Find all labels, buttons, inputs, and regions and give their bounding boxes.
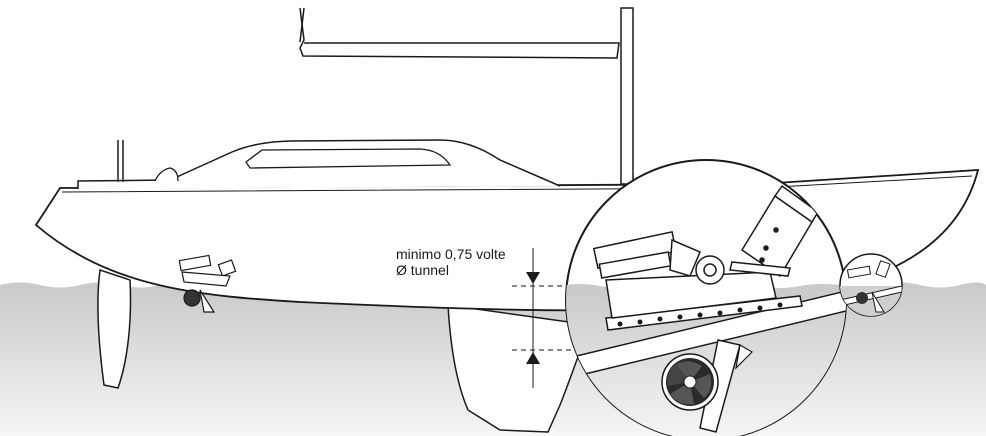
- propeller-icon: [661, 353, 719, 411]
- cabin-window: [245, 148, 452, 169]
- stern-rail: [117, 140, 124, 182]
- stern-thruster-unit-icon: [178, 254, 237, 313]
- dimension-arrow-icon: [526, 272, 540, 364]
- bow-thruster-unit-icon: [839, 253, 903, 317]
- rudder: [97, 269, 132, 389]
- clearance-annotation: minimo 0,75 volte Ø tunnel: [396, 246, 506, 278]
- cockpit-seat: [154, 167, 179, 182]
- mast: [620, 7, 634, 185]
- thruster-detail-inset: [565, 159, 847, 436]
- boom: [299, 7, 620, 59]
- annotation-line-1: minimo 0,75 volte: [396, 246, 506, 262]
- annotation-line-2: Ø tunnel: [396, 262, 449, 278]
